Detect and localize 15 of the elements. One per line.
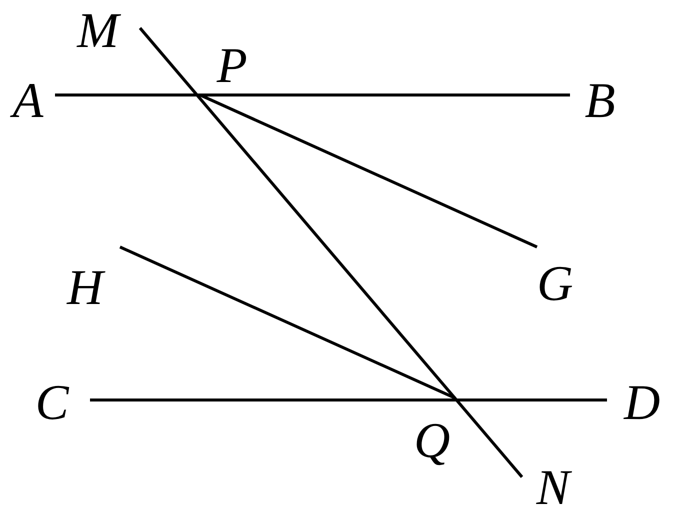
point-label: Q	[414, 415, 450, 465]
point-label: N	[536, 462, 570, 509]
point-label: G	[536, 258, 574, 308]
point-label: A	[12, 75, 44, 125]
point-label: P	[216, 40, 248, 90]
point-label: H	[66, 262, 104, 312]
point-label: M	[77, 5, 119, 55]
line-segment	[138, 27, 524, 478]
line-segment	[199, 94, 538, 248]
point-label: B	[584, 75, 616, 125]
line-segment	[119, 246, 456, 400]
line-segment	[55, 94, 570, 96]
point-label: D	[624, 377, 660, 427]
line-segment	[90, 398, 607, 402]
point-label: C	[35, 377, 69, 427]
